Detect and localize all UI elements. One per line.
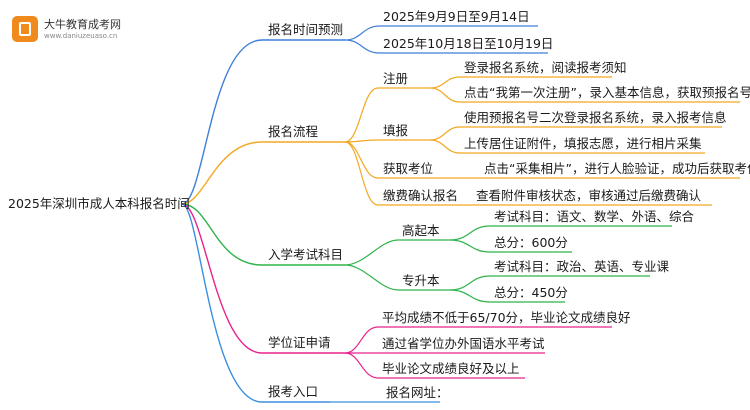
leaf-predict-1: 2025年9月9日至9月14日 xyxy=(383,9,530,24)
node-gqb: 高起本 xyxy=(402,223,440,238)
leaf-register-2: 点击“我第一次注册”，录入基本信息，获取预报名号 xyxy=(464,85,750,100)
leaf-degree-1: 平均成绩不低于65/70分，毕业论文成绩良好 xyxy=(382,310,631,325)
leaf-zsb-2: 总分：450分 xyxy=(494,285,568,300)
edge-root-degree xyxy=(181,203,263,354)
branch-entry: 报考入口 xyxy=(268,384,319,399)
logo-name: 大牛教育成考网 xyxy=(44,18,121,31)
edge-root-entry xyxy=(181,203,263,403)
logo-url: www.daniuzeuaso.cn xyxy=(44,32,118,40)
brand-logo: 大牛教育成考网 www.daniuzeuaso.cn xyxy=(12,14,162,46)
leaf-zsb-1: 考试科目：政治、英语、专业课 xyxy=(494,259,670,274)
root-node: 2025年深圳市成人本科报名时间 xyxy=(8,196,190,211)
node-register: 注册 xyxy=(383,71,409,86)
node-fill: 填报 xyxy=(383,123,409,138)
edge-root-process xyxy=(181,141,263,205)
leaf-degree-2: 通过省学位办外国语水平考试 xyxy=(382,336,545,351)
branch-subjects: 入学考试科目 xyxy=(268,247,344,262)
leaf-gqb-2: 总分：600分 xyxy=(494,235,568,250)
leaf-pay-1: 查看附件审核状态，审核通过后缴费确认 xyxy=(476,188,702,203)
branch-predict: 报名时间预测 xyxy=(268,22,344,37)
leaf-fill-1: 使用预报名号二次登录报名系统，录入报考信息 xyxy=(464,110,727,125)
edge-root-predict xyxy=(181,39,263,205)
leaf-degree-3: 毕业论文成绩良好及以上 xyxy=(382,361,520,376)
leaf-entry-1: 报名网址： xyxy=(386,385,449,400)
leaf-getseat-1: 点击“采集相片”，进行人脸验证，成功后获取考位 xyxy=(484,161,750,176)
edge-root-subjects xyxy=(181,203,263,266)
node-getseat: 获取考位 xyxy=(383,161,434,176)
leaf-gqb-1: 考试科目：语文、数学、外语、综合 xyxy=(494,209,695,224)
branch-degree: 学位证申请 xyxy=(268,335,331,350)
node-pay: 缴费确认报名 xyxy=(383,188,459,203)
leaf-register-1: 登录报名系统，阅读报考须知 xyxy=(464,60,627,75)
book-icon xyxy=(12,16,38,42)
leaf-fill-2: 上传居住证附件，填报志愿，进行相片采集 xyxy=(464,136,702,151)
leaf-predict-2: 2025年10月18日至10月19日 xyxy=(383,36,554,51)
node-zsb: 专升本 xyxy=(402,273,440,288)
branch-process: 报名流程 xyxy=(268,124,319,139)
